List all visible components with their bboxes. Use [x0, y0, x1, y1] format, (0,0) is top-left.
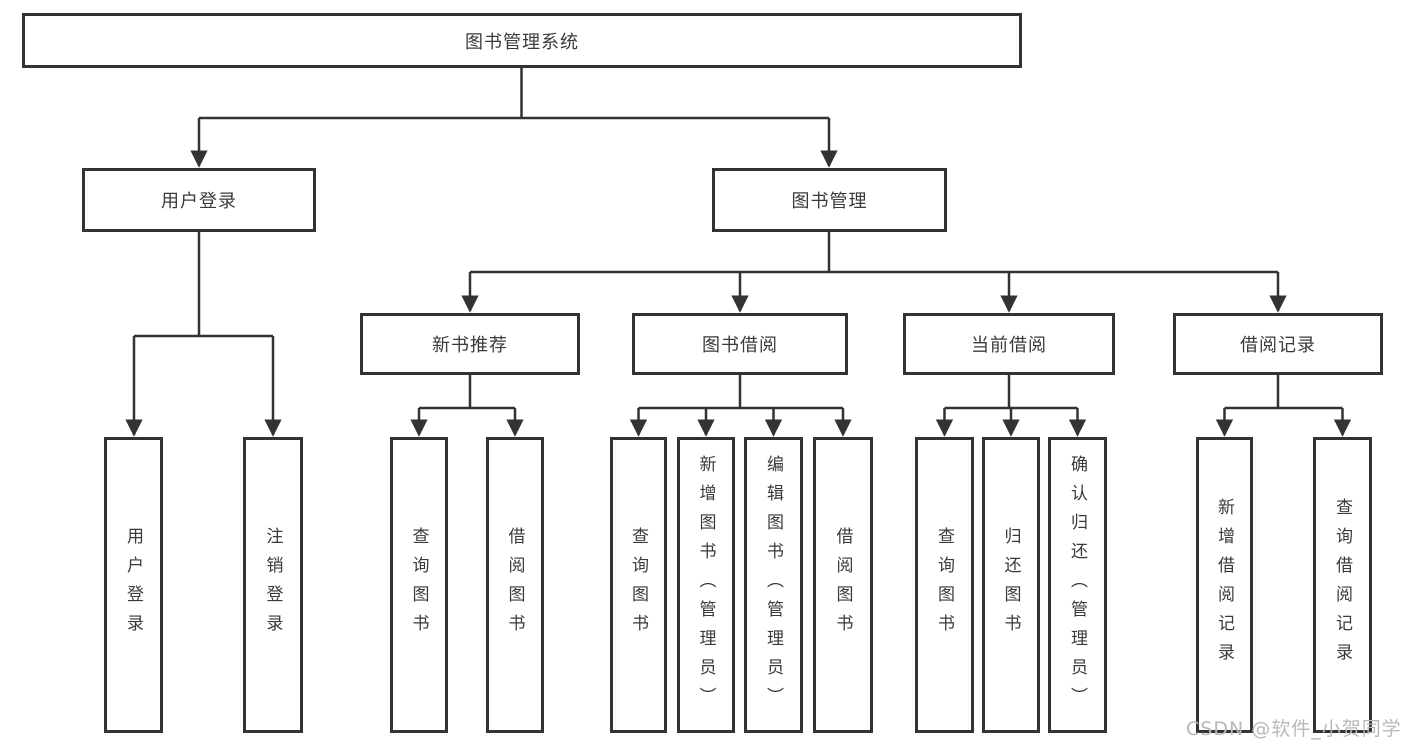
leaf-query-books-borrowing-label: 查询图书	[628, 527, 648, 643]
leaf-edit-book-admin-label: 编辑图书（管理员）	[763, 454, 783, 716]
leaf-borrow-books-label: 借阅图书	[832, 527, 853, 643]
leaf-add-borrow-record: 新增借阅记录	[1196, 437, 1253, 733]
connector-skeleton	[134, 68, 1343, 410]
leaf-borrow-books-recommendation: 借阅图书	[486, 437, 544, 733]
leaf-user-login: 用户登录	[104, 437, 163, 733]
leaf-user-login-label: 用户登录	[123, 527, 143, 643]
leaf-query-books-borrowing: 查询图书	[610, 437, 667, 733]
leaf-add-book-admin: 新增图书（管理员）	[677, 437, 735, 733]
leaf-query-books-recommendation-label: 查询图书	[408, 527, 429, 643]
node-library-management-system-label: 图书管理系统	[465, 31, 579, 53]
node-user-login-label: 用户登录	[161, 191, 237, 212]
leaf-edit-book-admin: 编辑图书（管理员）	[744, 437, 803, 733]
node-book-borrowing: 图书借阅	[632, 313, 848, 375]
node-current-borrowing: 当前借阅	[903, 313, 1115, 375]
leaf-return-book: 归还图书	[982, 437, 1040, 733]
leaf-logout: 注销登录	[243, 437, 303, 733]
leaf-return-book-label: 归还图书	[1000, 527, 1021, 643]
node-new-book-recommendation: 新书推荐	[360, 313, 580, 375]
leaf-confirm-return-admin: 确认归还（管理员）	[1048, 437, 1107, 733]
node-book-management-label: 图书管理	[791, 191, 868, 212]
leaf-query-borrow-record-label: 查询借阅记录	[1332, 498, 1352, 672]
leaf-query-borrow-record: 查询借阅记录	[1313, 437, 1372, 733]
leaf-query-books-current-label: 查询图书	[934, 527, 954, 643]
node-user-login: 用户登录	[82, 168, 316, 232]
node-new-book-recommendation-label: 新书推荐	[432, 335, 508, 356]
node-book-management: 图书管理	[712, 168, 947, 232]
node-book-borrowing-label: 图书借阅	[702, 335, 778, 356]
leaf-logout-label: 注销登录	[262, 527, 283, 643]
node-current-borrowing-label: 当前借阅	[971, 335, 1047, 356]
leaf-confirm-return-admin-label: 确认归还（管理员）	[1067, 454, 1087, 716]
watermark: CSDN @软件_小贺同学	[1186, 718, 1402, 740]
leaf-query-books-current: 查询图书	[915, 437, 974, 733]
node-borrowing-records: 借阅记录	[1173, 313, 1383, 375]
leaf-add-book-admin-label: 新增图书（管理员）	[695, 454, 716, 716]
node-library-management-system: 图书管理系统	[22, 13, 1022, 68]
leaf-borrow-books: 借阅图书	[813, 437, 873, 733]
node-borrowing-records-label: 借阅记录	[1240, 335, 1316, 356]
leaf-add-borrow-record-label: 新增借阅记录	[1214, 498, 1234, 672]
leaf-query-books-recommendation: 查询图书	[390, 437, 448, 733]
leaf-borrow-books-recommendation-label: 借阅图书	[504, 527, 525, 643]
